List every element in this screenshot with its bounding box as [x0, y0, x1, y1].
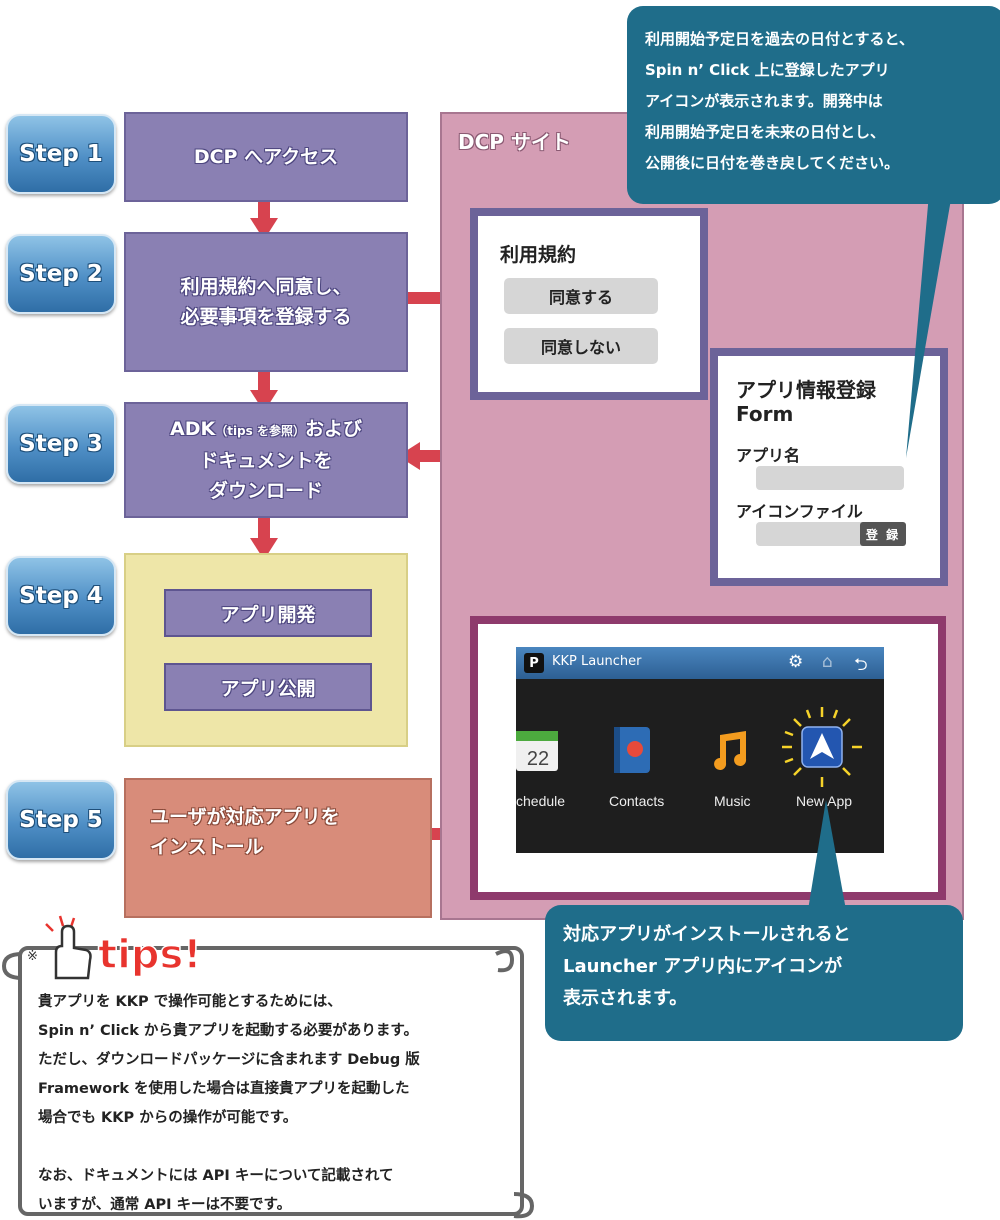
pointing-hand-icon	[54, 924, 92, 980]
step-4-badge: Step 4	[6, 556, 116, 636]
callout-top-line-3: アイコンが表示されます。開発中は	[645, 92, 883, 110]
step-3-badge: Step 3	[6, 404, 116, 484]
callout-bottom-line-3: 表示されます。	[563, 988, 688, 1009]
app-label-contacts: Contacts	[609, 793, 665, 809]
calendar-icon[interactable]: 22	[516, 725, 560, 773]
step-5-badge: Step 5	[6, 780, 116, 860]
tips-spacer	[38, 1133, 508, 1162]
callout-bottom-line-2: Launcher アプリ内にアイコンが	[563, 956, 843, 977]
app-registration-form: アプリ情報登録 Form アプリ名 アイコンファイル 登 録	[710, 348, 948, 586]
callout-top-line-4: 利用開始予定日を未来の日付とし、	[645, 123, 886, 141]
callout-top-line-1: 利用開始予定日を過去の日付とすると、	[645, 30, 914, 48]
back-icon[interactable]: ⮌	[854, 655, 868, 675]
app-publish-box: アプリ公開	[164, 663, 372, 711]
form-title: アプリ情報登録 Form	[736, 378, 876, 426]
home-icon[interactable]: ⌂	[822, 652, 833, 672]
step-5-line-1: ユーザが対応アプリを	[150, 806, 340, 828]
tips-line-4: Framework を使用した場合は直接貴アプリを起動した	[38, 1081, 410, 1097]
launcher-logo-icon: P	[524, 653, 544, 673]
step-1-box: DCP へアクセス	[124, 112, 408, 202]
app-label-music: Music	[714, 793, 751, 809]
step-3-line-3: ダウンロード	[208, 480, 323, 502]
and-text: および	[304, 418, 362, 440]
step-3-line-1: ADK（tips を参照）および	[170, 414, 362, 446]
tips-line-1: 貴アプリを KKP で操作可能とするためには、	[38, 994, 342, 1010]
calendar-date: 22	[527, 748, 549, 770]
register-button[interactable]: 登 録	[860, 522, 906, 546]
terms-title: 利用規約	[500, 244, 577, 266]
app-development-box: アプリ開発	[164, 589, 372, 637]
step-1-text: DCP へアクセス	[193, 146, 339, 168]
tips-badge: tips!	[45, 915, 202, 980]
form-title-line-1: アプリ情報登録	[736, 378, 876, 402]
kkp-launcher-screen: P KKP Launcher ⚙ ⌂ ⮌ 22 chedule Contacts…	[516, 647, 884, 853]
app-name-label: アプリ名	[736, 446, 801, 465]
callout-bottom-tail	[808, 800, 846, 910]
step-2-line-2: 必要事項を登録する	[180, 306, 352, 328]
step-2-box: 利用規約へ同意し、 必要事項を登録する	[124, 232, 408, 372]
tips-line-7: いますが、通常 API キーは不要です。	[38, 1197, 292, 1213]
arrow-step1-to-step2	[250, 196, 278, 240]
app-label-schedule: chedule	[516, 793, 566, 809]
callout-top-line-5: 公開後に日付を巻き戻してください。	[645, 154, 900, 172]
tips-line-3: ただし、ダウンロードパッケージに含まれます Debug 版	[38, 1052, 420, 1068]
callout-top-tail	[906, 182, 954, 458]
disagree-button[interactable]: 同意しない	[504, 328, 658, 364]
step-3-box: ADK（tips を参照）および ドキュメントを ダウンロード	[124, 402, 408, 518]
step-2-badge: Step 2	[6, 234, 116, 314]
music-note-icon[interactable]	[708, 727, 752, 771]
gear-icon[interactable]: ⚙	[788, 652, 804, 672]
callout-top-line-2: Spin n’ Click 上に登録したアプリ	[645, 61, 890, 79]
callout-date-note: 利用開始予定日を過去の日付とすると、 Spin n’ Click 上に登録したア…	[627, 6, 1000, 204]
tips-content: 貴アプリを KKP で操作可能とするためには、 Spin n’ Click から…	[38, 988, 508, 1220]
step-5-box: ユーザが対応アプリを インストール	[124, 778, 432, 918]
step-1-badge: Step 1	[6, 114, 116, 194]
icon-file-label: アイコンファイル	[736, 502, 863, 521]
scroll-curls	[1, 949, 535, 1219]
arrow-step3-to-step4	[250, 512, 278, 560]
adk-text: ADK	[170, 418, 216, 440]
launcher-title-bar: P KKP Launcher ⚙ ⌂ ⮌	[516, 647, 884, 679]
step-4-box: アプリ開発 アプリ公開	[124, 553, 408, 747]
app-label-new-app: New App	[796, 793, 853, 809]
app-name-field[interactable]	[756, 466, 904, 490]
agree-button[interactable]: 同意する	[504, 278, 658, 314]
tips-line-5: 場合でも KKP からの操作が可能です。	[38, 1110, 298, 1126]
tips-line-6: なお、ドキュメントには API キーについて記載されて	[38, 1168, 394, 1184]
launcher-title: KKP Launcher	[552, 654, 642, 669]
step-2-line-1: 利用規約へ同意し、	[180, 276, 352, 298]
step-5-line-2: インストール	[150, 836, 264, 858]
tips-badge-text: tips!	[98, 932, 202, 978]
tips-asterisk: ※	[27, 949, 38, 964]
form-title-line-2: Form	[736, 402, 794, 426]
callout-launcher-note: 対応アプリがインストールされると Launcher アプリ内にアイコンが 表示さ…	[545, 905, 963, 1041]
tips-line-2: Spin n’ Click から貴アプリを起動する必要があります。	[38, 1023, 418, 1039]
dcp-site-title: DCP サイト	[458, 130, 571, 154]
arrow-step2-to-step3	[250, 366, 278, 412]
navigation-arrow-icon[interactable]	[780, 705, 864, 789]
step-3-line-2: ドキュメントを	[199, 450, 333, 472]
tips-scroll	[18, 946, 524, 1216]
contacts-book-icon[interactable]	[612, 725, 652, 775]
tips-reference: （tips を参照）	[215, 424, 305, 438]
terms-panel: 利用規約 同意する 同意しない	[470, 208, 708, 400]
callout-bottom-line-1: 対応アプリがインストールされると	[563, 924, 851, 945]
